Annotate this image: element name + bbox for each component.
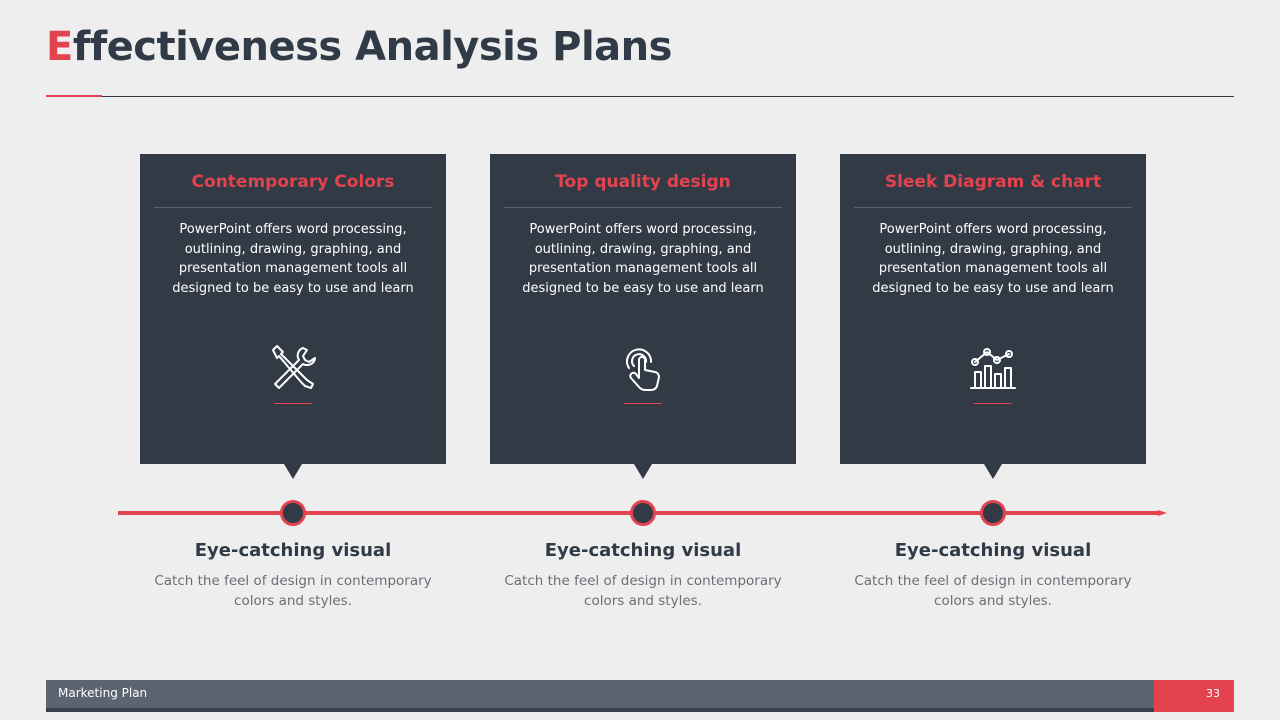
footer-bar: Marketing Plan xyxy=(46,680,1154,708)
card-divider xyxy=(154,207,432,208)
card-body: PowerPoint offers word processing, outli… xyxy=(522,222,764,296)
slide-title: Effectiveness Analysis Plans xyxy=(46,24,672,70)
card-body: PowerPoint offers word processing, outli… xyxy=(872,222,1114,296)
step-description: Catch the feel of design in contemporary… xyxy=(504,573,782,609)
touch-icon xyxy=(617,342,669,394)
footer-underline xyxy=(46,708,1234,712)
footer-label: Marketing Plan xyxy=(58,686,148,700)
page-number: 33 xyxy=(1154,680,1234,712)
icon-underline xyxy=(624,403,662,404)
card-sleek-diagram-chart: Sleek Diagram & chart PowerPoint offers … xyxy=(840,154,1146,479)
card-pointer xyxy=(984,464,1002,479)
step-title: Eye-catching visual xyxy=(894,540,1092,561)
slide-title-rest: ffectiveness Analysis Plans xyxy=(72,24,673,70)
step-description: Catch the feel of design in contemporary… xyxy=(154,573,432,609)
card-title: Top quality design xyxy=(555,172,731,192)
step-title: Eye-catching visual xyxy=(194,540,392,561)
card-divider xyxy=(854,207,1132,208)
title-divider xyxy=(46,96,1234,97)
timeline-node xyxy=(980,500,1006,526)
card-contemporary-colors: Contemporary Colors PowerPoint offers wo… xyxy=(140,154,446,479)
timeline-arrow xyxy=(1158,510,1167,516)
card-divider xyxy=(504,207,782,208)
timeline-node xyxy=(630,500,656,526)
card-pointer xyxy=(634,464,652,479)
card-title: Sleek Diagram & chart xyxy=(884,172,1102,192)
card-title: Contemporary Colors xyxy=(191,172,395,192)
slide-title-initial: E xyxy=(46,24,73,70)
title-divider-accent xyxy=(46,95,102,97)
icon-underline xyxy=(274,403,312,404)
card-top-quality-design: Top quality design PowerPoint offers wor… xyxy=(490,154,796,479)
tools-icon xyxy=(267,342,319,394)
chart-icon xyxy=(967,342,1019,394)
timeline-node xyxy=(280,500,306,526)
card-body: PowerPoint offers word processing, outli… xyxy=(172,222,414,296)
icon-underline xyxy=(974,403,1012,404)
step-title: Eye-catching visual xyxy=(544,540,742,561)
step-description: Catch the feel of design in contemporary… xyxy=(854,573,1132,609)
card-pointer xyxy=(284,464,302,479)
